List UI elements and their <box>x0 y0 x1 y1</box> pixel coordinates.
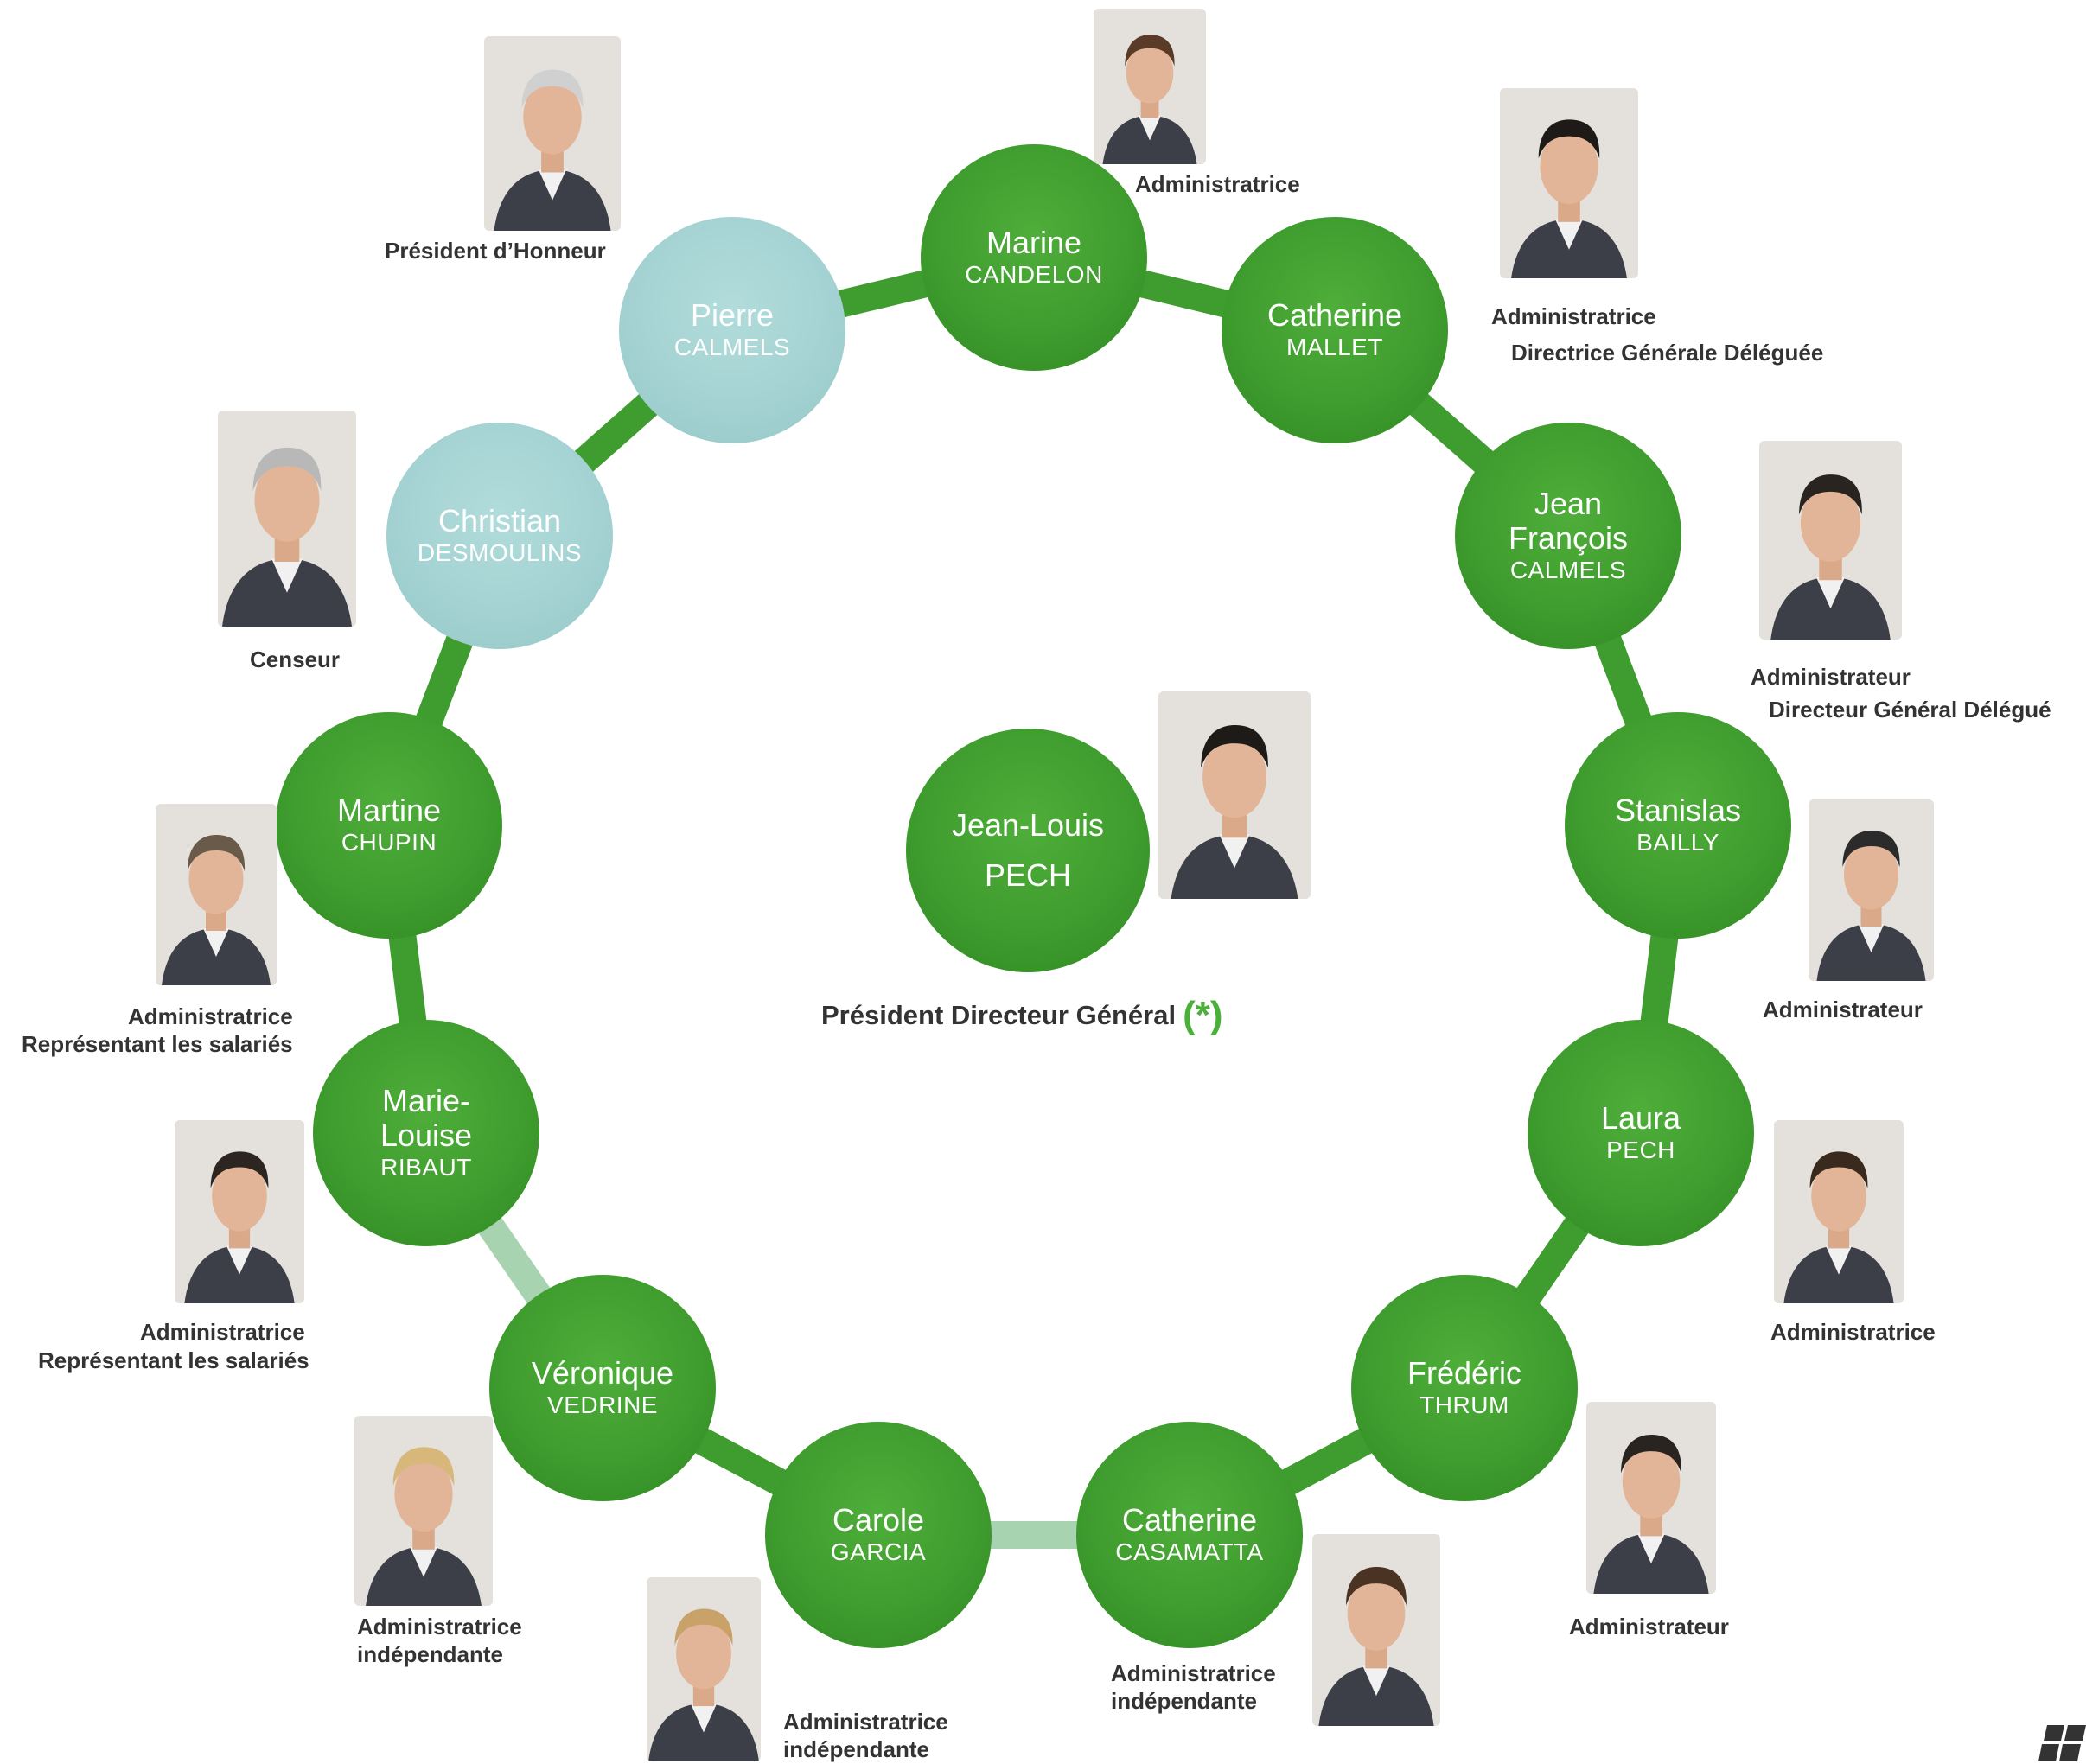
photo-martine-chupin <box>156 804 277 985</box>
role-label-pierre-calmels: Président d’Honneur <box>385 238 606 264</box>
role-label-catherine-mallet: Administratrice <box>1491 303 1656 329</box>
ceo-node: Jean-Louis PECH <box>906 729 1150 972</box>
last-name: CANDELON <box>965 261 1103 288</box>
role-label-carole-garcia: Administratrice <box>783 1709 948 1735</box>
last-name: CALMELS <box>1509 557 1627 583</box>
last-name: CALMELS <box>673 334 791 360</box>
ceo-asterisk: (*) <box>1183 994 1223 1036</box>
role-label-frederic-thrum: Administrateur <box>1569 1614 1729 1640</box>
first-name: Marie- Louise <box>380 1083 473 1153</box>
photo-frederic-thrum <box>1586 1402 1716 1594</box>
first-name: Stanislas <box>1614 793 1742 828</box>
role-label-christian-desmoulins: Censeur <box>250 646 341 672</box>
role-label-marie-louise-ribaut: Représentant les salariés <box>38 1347 309 1373</box>
role-label-jean-francois-calmels: Directeur Général Délégué <box>1769 697 2051 723</box>
photo-pierre-calmels <box>484 36 621 231</box>
first-name: Marine <box>986 225 1082 260</box>
ceo-photo <box>1158 691 1311 899</box>
last-name: RIBAUT <box>380 1154 472 1181</box>
photo-jean-francois-calmels <box>1759 441 1902 640</box>
photo-stanislas-bailly <box>1809 799 1934 981</box>
last-name: CASAMATTA <box>1115 1538 1264 1565</box>
last-name: CHUPIN <box>341 829 437 856</box>
last-name: VEDRINE <box>547 1391 658 1418</box>
photo-marie-louise-ribaut <box>175 1120 304 1303</box>
photo-carole-garcia <box>647 1577 761 1761</box>
photo-christian-desmoulins <box>218 411 356 627</box>
first-name: Martine <box>336 793 442 828</box>
photo-veronique-vedrine <box>354 1416 493 1606</box>
last-name: PECH <box>1606 1137 1675 1163</box>
photo-catherine-casamatta <box>1312 1534 1440 1726</box>
first-name: Laura <box>1600 1100 1681 1136</box>
last-name: MALLET <box>1286 334 1383 360</box>
last-name: THRUM <box>1419 1391 1509 1418</box>
role-label-catherine-mallet: Directrice Générale Déléguée <box>1511 340 1824 366</box>
first-name: Catherine <box>1266 297 1403 333</box>
first-name: Christian <box>437 503 562 538</box>
role-label-martine-chupin: Représentant les salariés <box>22 1031 293 1057</box>
role-label-stanislas-bailly: Administrateur <box>1763 997 1923 1022</box>
photo-catherine-mallet <box>1500 88 1638 278</box>
ceo-role-label: Président Directeur Général(*) <box>821 994 1223 1037</box>
role-label-veronique-vedrine: Administratrice <box>357 1614 522 1640</box>
first-name: Pierre <box>690 297 775 333</box>
ceo-role-text: Président Directeur Général <box>821 1000 1177 1030</box>
first-name: Frédéric <box>1407 1355 1522 1391</box>
ceo-last-name: PECH <box>984 857 1072 893</box>
first-name: Jean François <box>1508 486 1629 556</box>
role-label-marie-louise-ribaut: Administratrice <box>140 1319 305 1345</box>
last-name: DESMOULINS <box>417 539 583 566</box>
first-name: Carole <box>832 1502 925 1538</box>
role-label-carole-garcia: indépendante <box>783 1736 930 1762</box>
last-name: GARCIA <box>830 1538 927 1565</box>
first-name: Véronique <box>531 1355 674 1391</box>
ceo-first-name: Jean-Louis <box>951 807 1105 843</box>
photo-laura-pech <box>1774 1120 1904 1303</box>
last-name: BAILLY <box>1636 829 1719 856</box>
role-label-veronique-vedrine: indépendante <box>357 1641 504 1667</box>
role-label-laura-pech: Administratrice <box>1770 1319 1936 1345</box>
role-label-marine-candelon: Administratrice <box>1135 171 1300 197</box>
role-label-martine-chupin: Administratrice <box>128 1003 293 1029</box>
logo-mark-icon <box>2038 1725 2086 1761</box>
role-label-jean-francois-calmels: Administrateur <box>1751 664 1911 690</box>
role-label-catherine-casamatta: Administratrice <box>1111 1660 1276 1686</box>
first-name: Catherine <box>1121 1502 1258 1538</box>
role-label-catherine-casamatta: indépendante <box>1111 1688 1258 1714</box>
photo-marine-candelon <box>1094 9 1206 164</box>
